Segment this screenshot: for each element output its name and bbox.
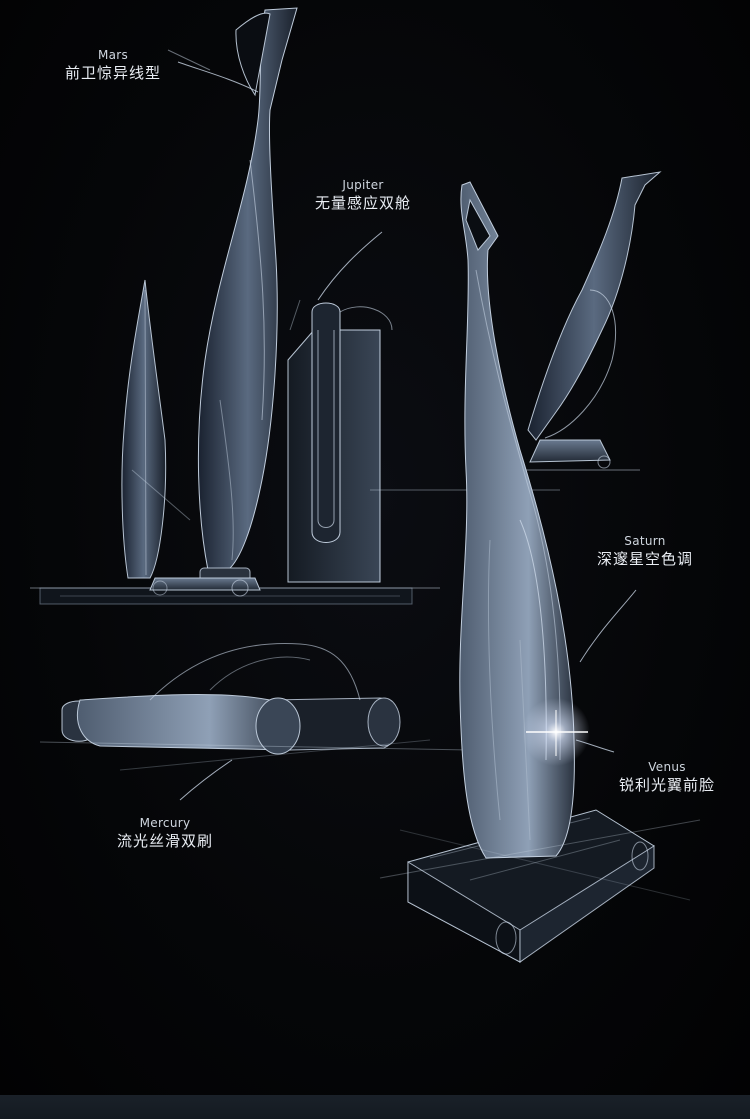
- mercury-name: Mercury: [139, 816, 191, 830]
- saturn-sketch: [520, 171, 662, 471]
- mars-name: Mars: [97, 48, 129, 62]
- vacuum-concept-sketch: [30, 7, 701, 963]
- mercury-annotation: Mercury 流光丝滑双刷: [106, 816, 224, 851]
- footer-bar: [0, 1095, 750, 1119]
- sketch-canvas: Mars 前卫惊异线型 Jupiter 无量感应双舱 Saturn 深邃星空色调…: [0, 0, 750, 1095]
- mars-annotation: Mars 前卫惊异线型: [56, 48, 170, 83]
- left-sketch-group: [30, 7, 560, 605]
- jupiter-name: Jupiter: [342, 178, 384, 192]
- saturn-name: Saturn: [624, 534, 666, 548]
- saturn-annotation: Saturn 深邃星空色调: [586, 534, 704, 569]
- mercury-caption: 流光丝滑双刷: [116, 831, 213, 850]
- jupiter-caption: 无量感应双舱: [314, 193, 411, 212]
- jupiter-annotation: Jupiter 无量感应双舱: [306, 178, 420, 213]
- mars-caption: 前卫惊异线型: [64, 63, 161, 82]
- venus-annotation: Venus 锐利光翼前脸: [608, 760, 726, 795]
- mercury-sketch: [39, 643, 471, 771]
- saturn-caption: 深邃星空色调: [596, 549, 693, 568]
- venus-caption: 锐利光翼前脸: [618, 775, 715, 794]
- venus-sketch: [379, 181, 701, 963]
- leader-lines: [167, 49, 637, 801]
- venus-name: Venus: [648, 760, 686, 774]
